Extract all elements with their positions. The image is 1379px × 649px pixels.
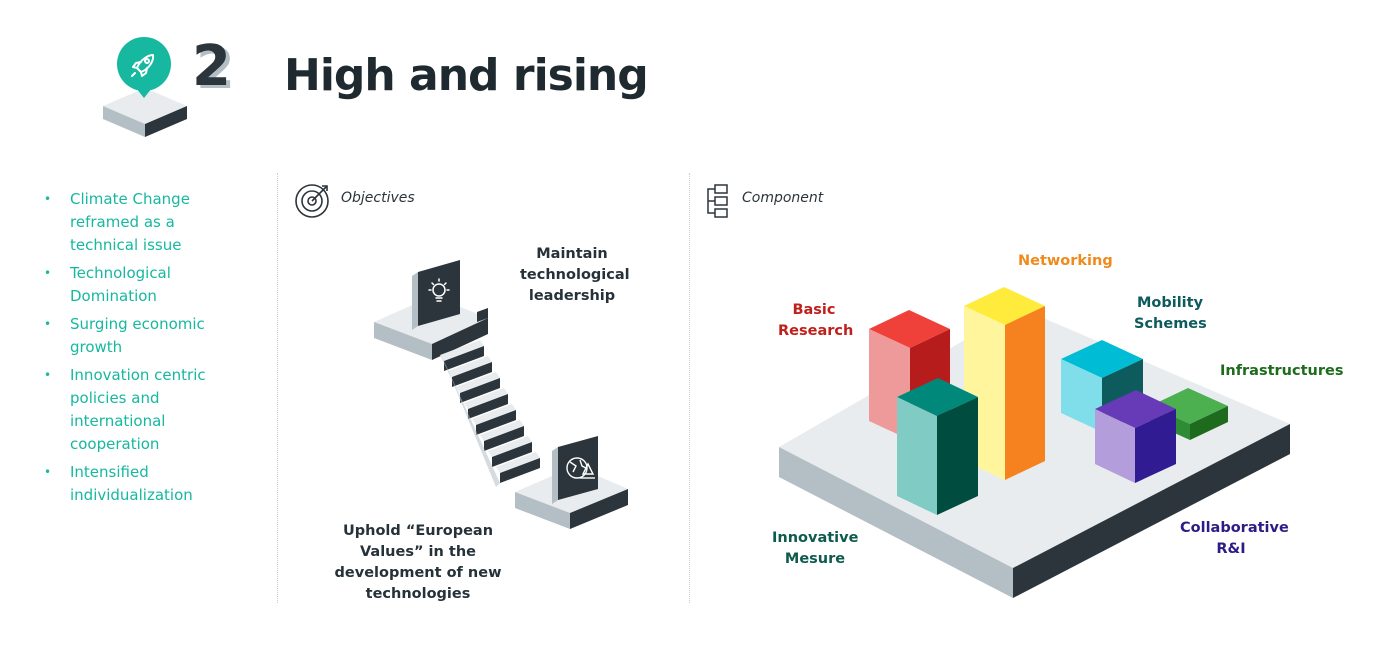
- component-label: Component: [742, 190, 824, 206]
- list-item: Climate Change reframed as a technical i…: [40, 188, 240, 257]
- label-basic-research: Basic Research: [778, 302, 854, 339]
- globe-scales-icon: [566, 457, 595, 479]
- divider-right: [689, 173, 690, 603]
- hierarchy-icon: [707, 184, 728, 218]
- lightbulb-panel-side: [412, 272, 418, 330]
- list-item: Technological Domination: [40, 262, 240, 308]
- scenario-number: 2: [192, 34, 231, 99]
- innovative-mesure-block: [897, 378, 978, 515]
- collaborative-block: [1095, 390, 1176, 483]
- platform-right: [1013, 424, 1290, 598]
- label-networking: Networking: [1018, 253, 1113, 269]
- badge-platform-right: [145, 106, 187, 137]
- list-item: Innovation centric policies and internat…: [40, 364, 240, 456]
- label-collaborative: Collaborative R&I: [1180, 520, 1289, 557]
- list-item: Intensified individualization: [40, 461, 240, 507]
- platform-left: [779, 447, 1013, 598]
- badge-pin-circle: [117, 37, 171, 91]
- bottom-landing-left: [515, 492, 570, 529]
- objectives-label: Objectives: [341, 190, 415, 206]
- lightbulb-icon: [428, 278, 450, 302]
- label-infrastructures: Infrastructures: [1220, 363, 1344, 379]
- rocket-icon: [131, 54, 155, 77]
- scenario-number-graphic: 2 2: [192, 34, 235, 102]
- svg-text:2: 2: [196, 37, 235, 102]
- globe-panel-side: [552, 447, 558, 504]
- bottom-landing-right: [570, 489, 628, 529]
- objective-bottom-text: Uphold “European Values” in the developm…: [334, 523, 502, 602]
- top-landing-left: [374, 322, 432, 360]
- top-landing-step: [477, 308, 488, 322]
- lightbulb-panel: [418, 260, 460, 326]
- label-mobility-schemes: Mobility Schemes: [1134, 295, 1207, 332]
- top-landing-right: [432, 318, 488, 360]
- globe-panel: [558, 436, 598, 500]
- target-icon: [295, 184, 329, 218]
- page-title: High and rising: [284, 50, 649, 101]
- drivers-list: Climate Change reframed as a technical i…: [40, 188, 240, 512]
- label-innovative-mesure: Innovative Mesure: [772, 530, 859, 567]
- list-item: Surging economic growth: [40, 313, 240, 359]
- divider-left: [277, 173, 278, 603]
- objective-top-text: Maintain technological leadership: [520, 246, 630, 304]
- badge-pin-tip: [136, 88, 152, 98]
- staircase: [440, 340, 540, 487]
- badge-platform-left: [103, 106, 145, 137]
